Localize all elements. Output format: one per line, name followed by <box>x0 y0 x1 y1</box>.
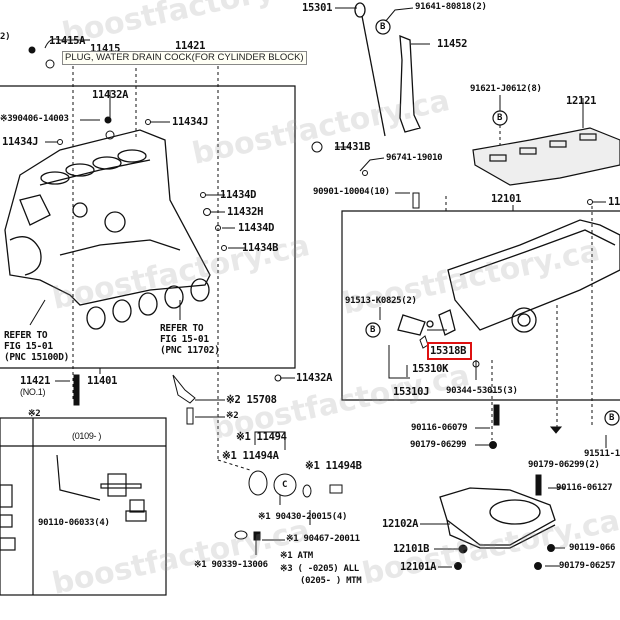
callout-b-1 <box>375 19 391 35</box>
part-label-90179-06299-2[interactable]: 90179-06299(2) <box>528 460 600 470</box>
oil-pan-upper-drawing <box>397 219 620 336</box>
pan-frame <box>341 210 620 401</box>
part-label-11452[interactable]: 11452 <box>437 38 468 50</box>
part-label-11432A[interactable]: 11432A <box>92 89 129 101</box>
part-label-11432H[interactable]: 11432H <box>227 206 264 218</box>
oil-pan-lower-drawing <box>439 487 556 549</box>
callout-letter-c: C <box>282 480 288 490</box>
refer-line: (PNC 11702) <box>160 344 220 356</box>
part-label-12121[interactable]: 12121 <box>566 95 597 107</box>
part-label-91641-80818[interactable]: 91641-80818(2) <box>415 2 487 12</box>
part-label-91511[interactable]: 91511-1 <box>584 449 620 459</box>
part-label-90344-53015[interactable]: 90344-53015(3) <box>446 386 518 396</box>
inset-box <box>0 417 167 596</box>
part-label-90430-20015[interactable]: ※1 90430-20015(4) <box>258 512 348 522</box>
part-label-11415[interactable]: 11415 <box>90 43 121 55</box>
part-label-90467-20011[interactable]: ※1 90467-20011 <box>286 534 360 544</box>
small-parts-drawing <box>28 46 593 570</box>
part-label-90119-066[interactable]: 90119-066 <box>569 543 616 553</box>
part-label-11401[interactable]: 11401 <box>87 375 118 387</box>
part-label-90339-13006[interactable]: ※1 90339-13006 <box>194 560 268 570</box>
callout-b-4 <box>604 410 620 426</box>
part-label-90179-06257[interactable]: 90179-06257 <box>559 561 616 571</box>
cylinder-block-drawing <box>4 129 211 330</box>
baffle-plate-drawing <box>472 127 620 186</box>
dipstick-drawing <box>354 2 421 137</box>
block-frame <box>0 85 296 369</box>
refer-line: FIG 15-01 <box>160 333 209 345</box>
part-label-90116-06079[interactable]: 90116-06079 <box>411 423 468 433</box>
part-label-15310J[interactable]: 15310J <box>393 386 430 398</box>
note-date-range: ※3 ( -0205) ALL <box>280 564 359 574</box>
part-note-no1: (NO.1) <box>20 387 46 397</box>
part-label-12102A[interactable]: 12102A <box>382 518 419 530</box>
note-date-range: (0205- ) MTM <box>300 576 362 586</box>
refer-line: (PNC 15100D) <box>4 351 70 363</box>
part-label-11434J[interactable]: 11434J <box>2 136 39 148</box>
selected-part-highlight <box>427 342 472 360</box>
part-label-11432A[interactable]: 11432A <box>296 372 333 384</box>
part-label-11434J[interactable]: 11434J <box>172 116 209 128</box>
part-label: 2) <box>0 32 11 42</box>
part-label-90116-06127[interactable]: 90116-06127 <box>556 483 613 493</box>
part-label-11434B[interactable]: 11434B <box>242 242 279 254</box>
part-label-11431B[interactable]: 11431B <box>334 141 371 153</box>
refer-line: FIG 15-01 <box>4 340 53 352</box>
part-label-91513-K0825[interactable]: 91513-K0825(2) <box>345 296 417 306</box>
part-tooltip: PLUG, WATER DRAIN COCK(FOR CYLINDER BLOC… <box>62 51 307 65</box>
refer-note[interactable]: REFER TO FIG 15-01 (PNC 15100D) <box>4 330 70 364</box>
part-label-96741-19010[interactable]: 96741-19010 <box>386 153 443 163</box>
part-label-12101A[interactable]: 12101A <box>400 561 437 573</box>
part-note-mark2: ※2 <box>28 409 41 419</box>
callout-letter-b: B <box>497 113 503 123</box>
callout-letter-b: B <box>370 325 376 335</box>
part-label-11434D[interactable]: 11434D <box>238 222 275 234</box>
part-label-15318B[interactable]: 15318B <box>430 345 467 357</box>
part-label-11421-no1[interactable]: 11421 <box>20 375 51 387</box>
part-label-11494A[interactable]: ※1 11494A <box>222 450 279 462</box>
refer-line: REFER TO <box>160 323 204 334</box>
part-label-90179-06299[interactable]: 90179-06299 <box>410 440 467 450</box>
callout-b-2 <box>492 110 508 126</box>
part-label-11[interactable]: 11 <box>608 196 620 208</box>
part-label-11415A[interactable]: 11415A <box>49 35 86 47</box>
part-label-91621-J0612[interactable]: 91621-J0612(8) <box>470 84 542 94</box>
callout-b-3 <box>365 322 381 338</box>
inset-header: (0109- ) <box>72 431 102 441</box>
part-label-90110-06033[interactable]: 90110-06033(4) <box>38 518 110 528</box>
part-label-90901-10004[interactable]: 90901-10004(10) <box>313 187 390 197</box>
part-note-mark2: ※2 <box>226 411 239 421</box>
part-label-11494[interactable]: ※1 11494 <box>236 431 287 443</box>
inset-drawing <box>0 454 147 551</box>
callout-letter-b: B <box>609 413 615 423</box>
part-label-11421[interactable]: 11421 <box>175 40 206 52</box>
part-label-11494B[interactable]: ※1 11494B <box>305 460 362 472</box>
refer-line: REFER TO <box>4 330 48 341</box>
part-label-12101B[interactable]: 12101B <box>393 543 430 555</box>
part-label-15310K[interactable]: 15310K <box>412 363 449 375</box>
refer-note[interactable]: REFER TO FIG 15-01 (PNC 11702) <box>160 323 220 357</box>
part-label-15301[interactable]: 15301 <box>302 2 333 14</box>
callout-letter-b: B <box>380 22 386 32</box>
part-label-12101[interactable]: 12101 <box>491 193 522 205</box>
part-label-11434D[interactable]: 11434D <box>220 189 257 201</box>
part-label-90406-14003[interactable]: ※390406-14003 <box>0 114 69 124</box>
part-label-15708[interactable]: ※2 15708 <box>226 394 277 406</box>
note-atm: ※1 ATM <box>280 551 313 561</box>
